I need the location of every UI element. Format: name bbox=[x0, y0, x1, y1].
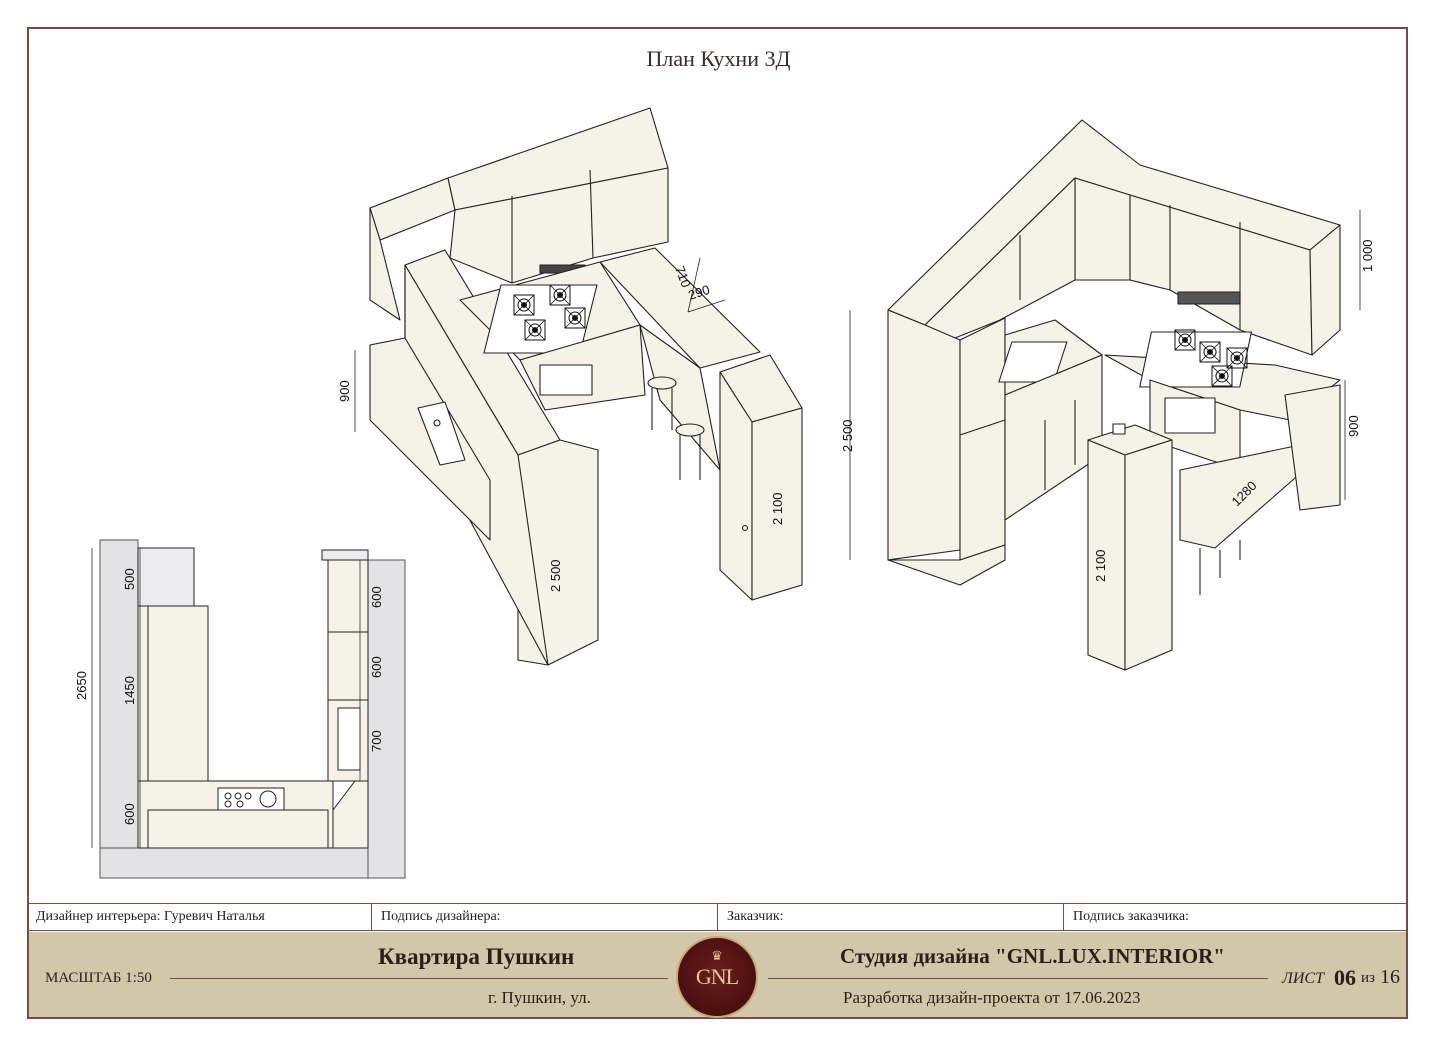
rule-right bbox=[768, 978, 1268, 979]
plan-dim-left-bottom: 600 bbox=[122, 803, 137, 825]
plan-dim-right-top: 600 bbox=[369, 586, 384, 608]
iso-right-dim-900: 900 bbox=[1346, 415, 1361, 437]
iso-right-dim-2100: 2 100 bbox=[1093, 549, 1108, 582]
designer-cell: Дизайнер интерьера: Гуревич Наталья bbox=[36, 909, 265, 924]
iso-right-dim-1000: 1 000 bbox=[1360, 239, 1375, 272]
crown-icon: ♛ bbox=[711, 948, 723, 963]
sheet-of: из bbox=[1361, 970, 1375, 986]
plan-dim-total: 2650 bbox=[74, 671, 89, 700]
logo-text: GNL bbox=[695, 964, 739, 989]
plan-dim-left-top: 500 bbox=[122, 568, 137, 590]
development-date: Разработка дизайн-проекта от 17.06.2023 bbox=[843, 988, 1141, 1007]
studio-logo: ♛ GNL bbox=[676, 936, 758, 1018]
studio-name: Студия дизайна "GNL.LUX.INTERIOR" bbox=[840, 944, 1225, 968]
project-address: г. Пушкин, ул. bbox=[488, 988, 591, 1007]
iso-view-right bbox=[849, 119, 1361, 671]
iso-left-dim-2500: 2 500 bbox=[548, 559, 563, 592]
sheet-label: ЛИСТ bbox=[1282, 970, 1324, 987]
signature-row: Дизайнер интерьера: Гуревич Наталья Подп… bbox=[27, 903, 1408, 931]
sheet-number: 06 bbox=[1334, 965, 1356, 990]
iso-left-dim-290: 290 bbox=[686, 282, 711, 303]
sheet-total: 16 bbox=[1380, 966, 1400, 988]
project-name: Квартира Пушкин bbox=[378, 944, 575, 969]
floor-plan bbox=[91, 539, 406, 879]
iso-view-left bbox=[354, 107, 803, 666]
iso-left-dim-900: 900 bbox=[337, 380, 352, 402]
rule-left bbox=[170, 978, 668, 979]
iso-left-dim-710: 710 bbox=[672, 264, 694, 290]
plan-dim-right-mid: 600 bbox=[369, 656, 384, 678]
drawing-frame bbox=[27, 27, 1408, 1019]
iso-right-dim-2500: 2 500 bbox=[840, 419, 855, 452]
scale-label: МАСШТАБ 1:50 bbox=[45, 970, 152, 986]
plan-dim-right-bottom: 700 bbox=[369, 730, 384, 752]
plan-dim-left-mid: 1450 bbox=[122, 676, 137, 705]
iso-left-dim-2100: 2 100 bbox=[770, 492, 785, 525]
designer-signature-cell: Подпись дизайнера: bbox=[371, 904, 717, 930]
client-cell: Заказчик: bbox=[717, 904, 1063, 930]
page-title: План Кухни 3Д bbox=[646, 46, 791, 71]
client-signature-cell: Подпись заказчика: bbox=[1063, 904, 1408, 930]
